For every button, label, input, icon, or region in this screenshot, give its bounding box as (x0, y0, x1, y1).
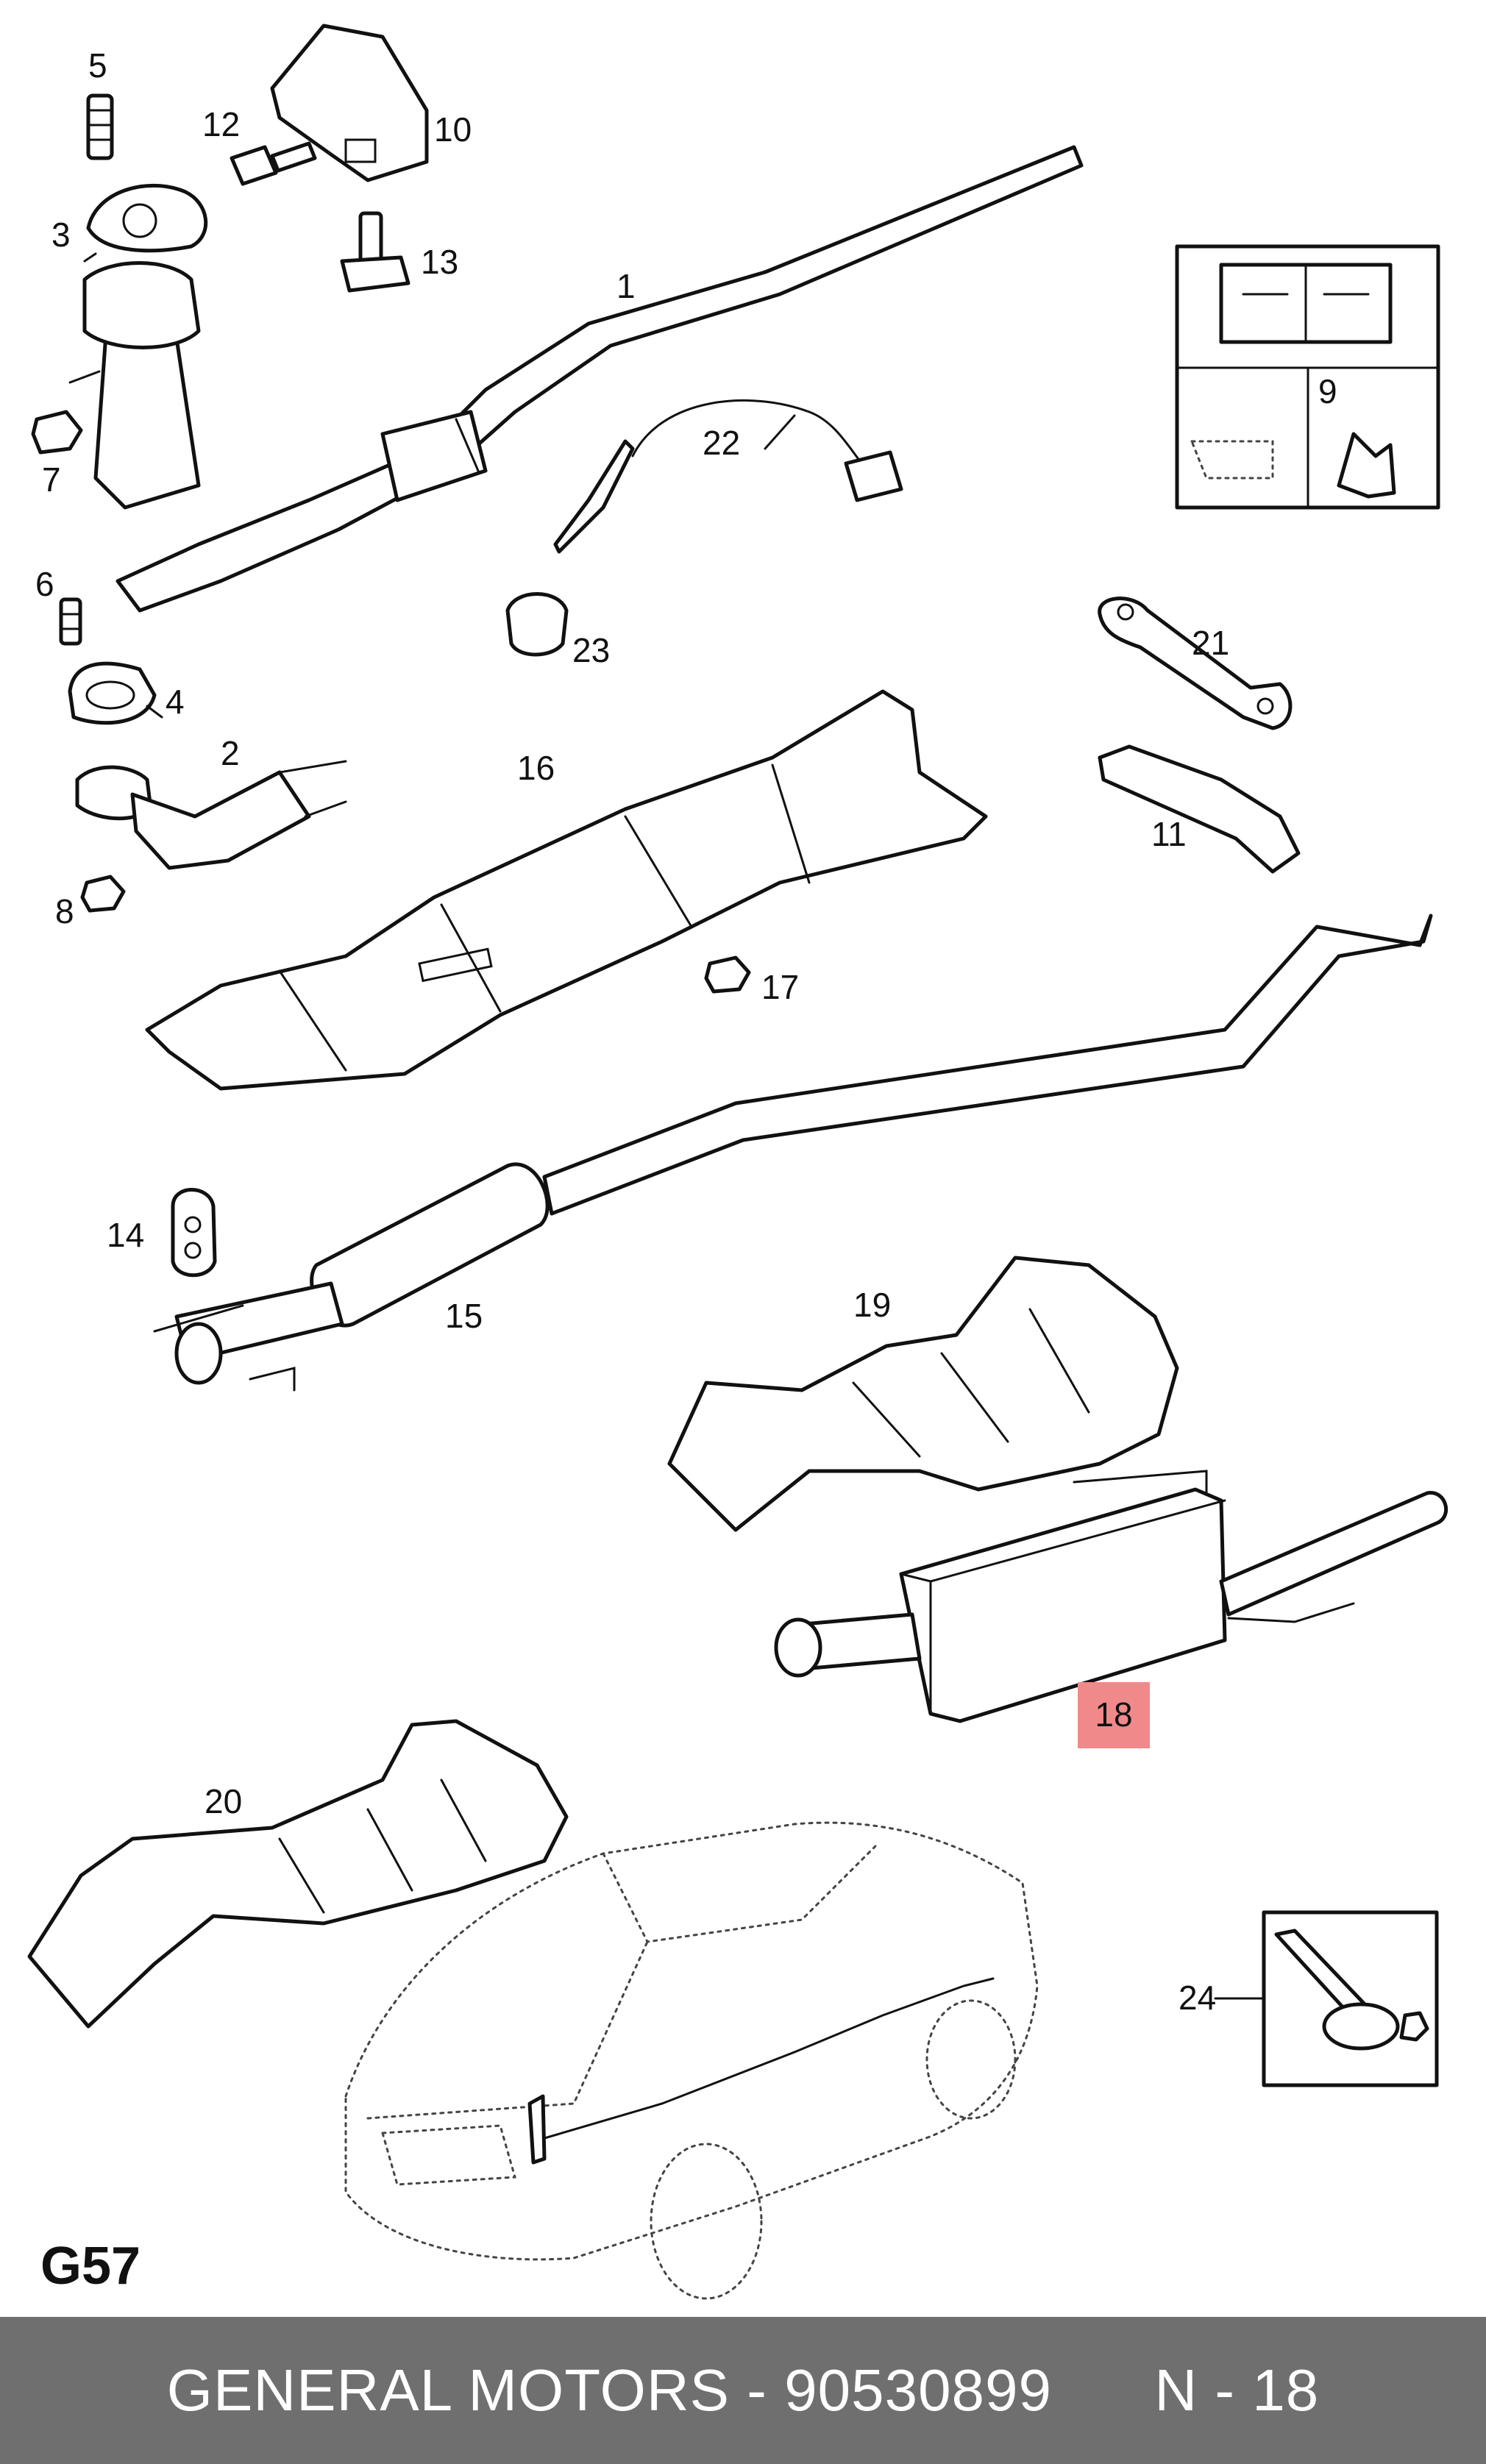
callout-13: 13 (421, 243, 458, 281)
callout-9: 9 (1318, 372, 1337, 410)
part-23-rubber-bushing[interactable] (505, 592, 569, 657)
separator: - (730, 2357, 785, 2423)
part-5-stud[interactable] (86, 93, 114, 160)
callout-19: 19 (853, 1286, 891, 1324)
part-number: 90530899 (784, 2357, 1053, 2423)
callout-20: 20 (205, 1782, 242, 1820)
callout-12: 12 (202, 105, 240, 143)
exhaust-parts-diagram: 1 2 3 4 5 6 7 8 9 10 11 12 13 14 15 16 1… (27, 24, 1448, 2300)
callout-labels: 1 2 3 4 5 6 7 8 9 10 11 12 13 14 15 16 1… (35, 46, 1337, 2017)
position-code: N - 18 (1154, 2357, 1320, 2423)
part-9-service-box[interactable] (1175, 244, 1440, 510)
part-6-stud[interactable] (59, 597, 82, 646)
part-11-bracket[interactable] (1098, 744, 1301, 874)
part-21-bracket[interactable] (1098, 597, 1293, 730)
callout-24: 24 (1179, 1979, 1216, 2017)
part-2-catalytic-converter[interactable] (75, 760, 347, 870)
part-18-rear-muffler[interactable] (774, 1470, 1448, 1723)
callout-5: 5 (88, 46, 107, 85)
part-19-rear-heat-shield[interactable] (667, 1256, 1179, 1532)
callout-22: 22 (703, 424, 740, 462)
callout-21: 21 (1192, 624, 1229, 662)
gap (1052, 2357, 1154, 2423)
part-8-nut[interactable] (80, 875, 126, 913)
callout-6: 6 (35, 565, 54, 603)
leader-lines (83, 252, 796, 719)
callout-14: 14 (107, 1216, 144, 1254)
callout-3: 3 (51, 216, 71, 254)
callout-15: 15 (445, 1297, 483, 1335)
callout-18: 18 (1095, 1695, 1132, 1734)
footer-text: GENERAL MOTORS - 90530899 N - 18 (167, 2357, 1320, 2424)
vehicle-outline (344, 1821, 1039, 2300)
part-15-intermediate-pipe[interactable] (153, 914, 1433, 1392)
callout-4: 4 (166, 683, 185, 721)
callout-2: 2 (221, 734, 240, 772)
part-14-rubber-mount[interactable] (171, 1188, 217, 1278)
callout-10: 10 (434, 110, 472, 149)
callout-7: 7 (42, 460, 61, 499)
callout-11: 11 (1151, 815, 1187, 853)
callout-8: 8 (55, 892, 74, 930)
part-16-heat-shield[interactable] (145, 689, 988, 1091)
part-22-oxygen-sensor[interactable] (553, 399, 903, 554)
part-12-bolt[interactable] (230, 141, 317, 186)
part-17-nut[interactable] (704, 955, 751, 994)
part-7-nut[interactable] (31, 410, 83, 455)
callout-23: 23 (572, 631, 610, 669)
part-1-front-pipe[interactable] (68, 145, 1084, 613)
callout-17: 17 (761, 968, 799, 1006)
highlighted-callout-18[interactable]: 18 (1078, 1682, 1150, 1748)
brand-name: GENERAL MOTORS (166, 2357, 730, 2423)
part-10-bracket[interactable] (270, 24, 429, 182)
callout-1: 1 (616, 267, 636, 305)
callout-16: 16 (517, 749, 555, 787)
highlight-box (1078, 1682, 1150, 1748)
part-4-heat-shield-ring[interactable] (68, 661, 157, 725)
part-13-stud[interactable] (340, 211, 410, 293)
footer-bar: GENERAL MOTORS - 90530899 N - 18 (0, 2317, 1486, 2464)
part-20-heat-shield[interactable] (27, 1719, 569, 2029)
page-code: G57 (40, 2237, 141, 2296)
part-3-gasket[interactable] (86, 183, 208, 253)
part-24-clamp[interactable] (1214, 1910, 1439, 2087)
